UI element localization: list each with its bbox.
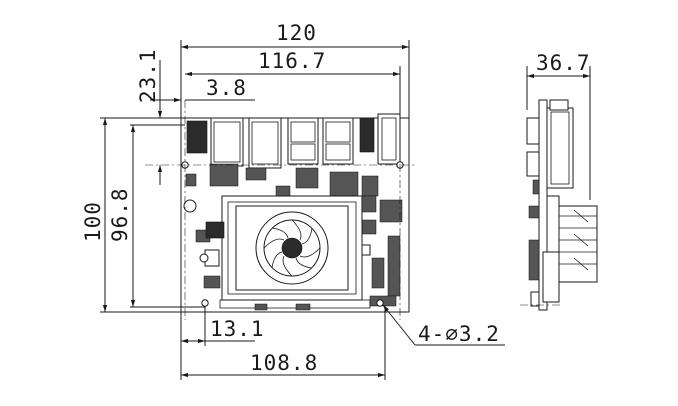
heatsink-fins xyxy=(559,209,597,271)
dim-120: 120 xyxy=(276,21,317,45)
dim-96-8: 96.8 xyxy=(108,187,132,242)
dim-116-7: 116.7 xyxy=(258,49,326,73)
dimension-lines xyxy=(100,40,505,380)
dim-108-8: 108.8 xyxy=(250,351,318,375)
dim-13-1: 13.1 xyxy=(210,317,265,341)
dim-100: 100 xyxy=(81,201,105,242)
cooling-module xyxy=(205,195,377,301)
dim-36-7: 36.7 xyxy=(536,51,591,75)
dim-hole-callout: 4-∅3.2 xyxy=(418,322,500,346)
center-lines xyxy=(145,100,415,320)
front-view xyxy=(180,113,410,313)
dim-23-1: 23.1 xyxy=(136,48,160,103)
dimension-labels: 120 116.7 3.8 23.1 100 96.8 13.1 108.8 4… xyxy=(81,21,591,375)
dim-3-8: 3.8 xyxy=(206,76,247,100)
side-view xyxy=(520,66,598,311)
fan-blades xyxy=(263,219,321,277)
